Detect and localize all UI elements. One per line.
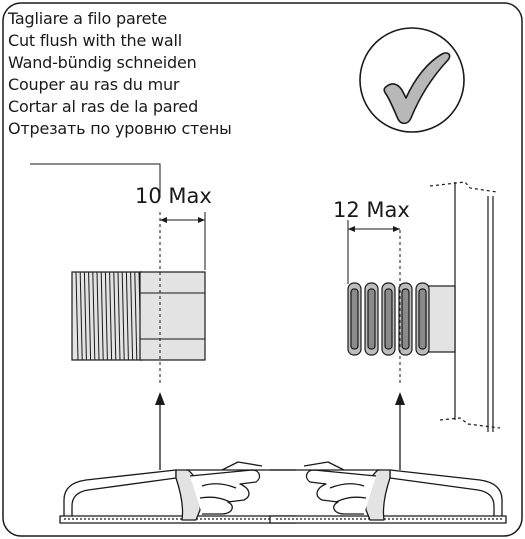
left-cut-direction-arrow xyxy=(155,392,165,470)
left-threaded-fitting xyxy=(71,271,206,361)
right-cut-guide xyxy=(347,220,401,384)
right-corrugated-fitting xyxy=(347,282,456,356)
instruction-french: Couper au ras du mur xyxy=(8,75,180,94)
left-max-dimension-label: 10 Max xyxy=(135,184,212,208)
right-max-dimension-label: 12 Max xyxy=(333,198,410,222)
instruction-german: Wand-bündig schneiden xyxy=(8,53,197,72)
right-cut-direction-arrow xyxy=(395,392,405,470)
instruction-italian: Tagliare a filo parete xyxy=(8,9,167,28)
hacksaw-icon-right xyxy=(269,461,507,524)
left-cut-guide xyxy=(159,212,206,384)
instruction-leader-line xyxy=(30,163,161,198)
check-mark-icon xyxy=(359,27,465,133)
cut-instructions: Tagliare a filo parete Cut flush with th… xyxy=(8,8,232,140)
instruction-spanish: Cortar al ras de la pared xyxy=(8,97,199,116)
instruction-russian: Отрезать по уровню стены xyxy=(8,119,232,138)
instruction-english: Cut flush with the wall xyxy=(8,31,183,50)
hacksaw-icon xyxy=(59,461,297,524)
